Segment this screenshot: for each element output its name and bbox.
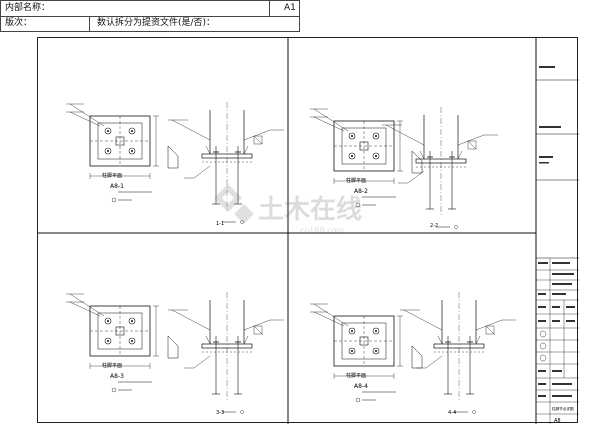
watermark-brand: 土木在线: [258, 195, 362, 225]
panel-3: 柱脚平面 A8-3 3-3: [65, 291, 285, 416]
watermark: 土木在线 co188.com: [214, 184, 362, 235]
header-row-name: 内部名称： A1: [1, 1, 299, 17]
plan-id: A8-2: [354, 188, 368, 195]
drawing-sheet: 柱脚平面 A8-1 1-1 柱脚平面 A8-2 2-2 柱脚平面 A8-3 3-…: [37, 37, 579, 424]
title-block: 柱脚节点详图 A8: [536, 66, 579, 424]
section-title: 4-4: [448, 410, 456, 416]
title-block-table: 柱脚节点详图 A8: [536, 257, 579, 424]
version-label: 版次：: [5, 18, 33, 28]
note-label: 数认拆分为提资文件(是/否)：: [97, 18, 216, 28]
plan-title: 柱脚平面: [346, 177, 366, 184]
drawing-number: A8: [554, 418, 561, 424]
name-label: 内部名称：: [5, 3, 51, 13]
plan-title: 柱脚平面: [102, 172, 122, 179]
panel-1: 柱脚平面 A8-1 1-1: [65, 101, 285, 227]
watermark-url: co188.com: [300, 226, 344, 235]
header-divider-2: [89, 16, 90, 32]
section-title: 3-3: [216, 410, 224, 416]
panel-2: 柱脚平面 A8-2 2-2: [309, 106, 499, 229]
header-row-version: 版次： 数认拆分为提资文件(是/否)：: [1, 16, 299, 32]
plan-title: 柱脚平面: [346, 372, 366, 379]
section-view: [167, 291, 285, 414]
section-view: [399, 291, 517, 414]
section-view: [381, 106, 499, 229]
plan-id: A8-4: [354, 383, 368, 390]
drawing-title: 柱脚节点详图: [552, 406, 574, 411]
plan-id: A8-1: [110, 183, 124, 190]
header-divider: [269, 1, 270, 16]
section-title: 2-2: [430, 223, 438, 229]
section-title: 1-1: [216, 221, 224, 227]
watermark-logo-icon: [214, 184, 254, 224]
size-value: A1: [284, 3, 296, 13]
panel-4: 柱脚平面 A8-4 4-4: [309, 291, 517, 416]
header-table: 内部名称： A1 版次： 数认拆分为提资文件(是/否)：: [0, 0, 300, 32]
plan-id: A8-3: [110, 373, 124, 380]
drawing-canvas: 柱脚平面 A8-1 1-1 柱脚平面 A8-2 2-2 柱脚平面 A8-3 3-…: [38, 38, 579, 424]
plan-title: 柱脚平面: [102, 362, 122, 369]
